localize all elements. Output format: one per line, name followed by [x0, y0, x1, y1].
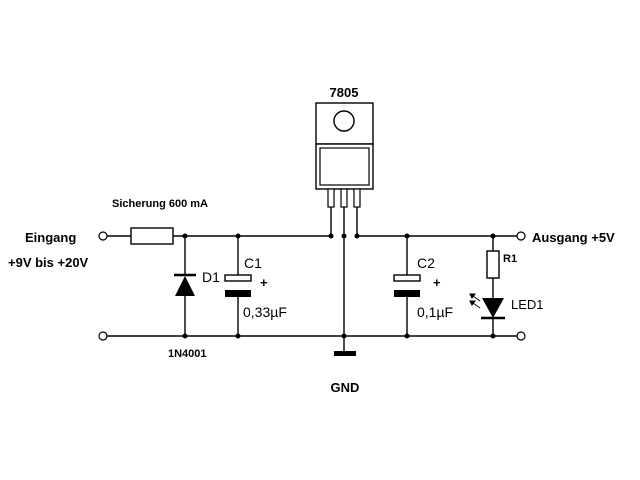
terminals — [98, 231, 526, 341]
junction-dot — [182, 333, 188, 339]
input-label: Eingang — [25, 230, 76, 245]
ground-label: GND — [331, 380, 360, 395]
wires — [107, 190, 517, 352]
junction-dot — [404, 333, 410, 339]
diode-ref-label: D1 — [202, 269, 220, 285]
input-terminal-positive — [98, 231, 108, 241]
input-terminal-ground — [98, 331, 108, 341]
junction-dot — [235, 333, 241, 339]
junction-dot — [328, 233, 334, 239]
led-light-arrows-icon — [469, 293, 481, 309]
junctions — [182, 233, 496, 339]
junction-dot — [354, 233, 360, 239]
fuse-symbol — [130, 227, 174, 245]
junction-dot — [490, 333, 496, 339]
regulator-7805-package — [315, 102, 374, 208]
capacitor-c2-symbol — [393, 274, 421, 297]
output-terminal-positive — [516, 231, 526, 241]
diode-d1-symbol — [174, 273, 196, 296]
output-label: Ausgang +5V — [532, 230, 615, 245]
c1-ref-label: C1 — [244, 255, 262, 271]
c1-value-label: 0,33µF — [243, 304, 287, 320]
regulator-label: 7805 — [330, 85, 359, 100]
r1-ref-label: R1 — [503, 253, 517, 265]
led1-ref-label: LED1 — [511, 297, 544, 312]
ground-symbol — [334, 351, 356, 356]
capacitor-c1-symbol — [224, 274, 252, 297]
output-terminal-ground — [516, 331, 526, 341]
junction-dot — [341, 233, 347, 239]
junction-dot — [490, 233, 496, 239]
led1-symbol — [481, 298, 505, 320]
c1-polarity-label: + — [260, 275, 268, 290]
resistor-r1-symbol — [486, 250, 500, 279]
junction-dot — [404, 233, 410, 239]
c2-value-label: 0,1µF — [417, 304, 453, 320]
c2-ref-label: C2 — [417, 255, 435, 271]
junction-dot — [235, 233, 241, 239]
c2-polarity-label: + — [433, 275, 441, 290]
junction-dot — [182, 233, 188, 239]
input-range-label: +9V bis +20V — [8, 255, 89, 270]
junction-dot — [341, 333, 347, 339]
fuse-label: Sicherung 600 mA — [112, 198, 208, 210]
diode-part-label: 1N4001 — [168, 348, 207, 360]
